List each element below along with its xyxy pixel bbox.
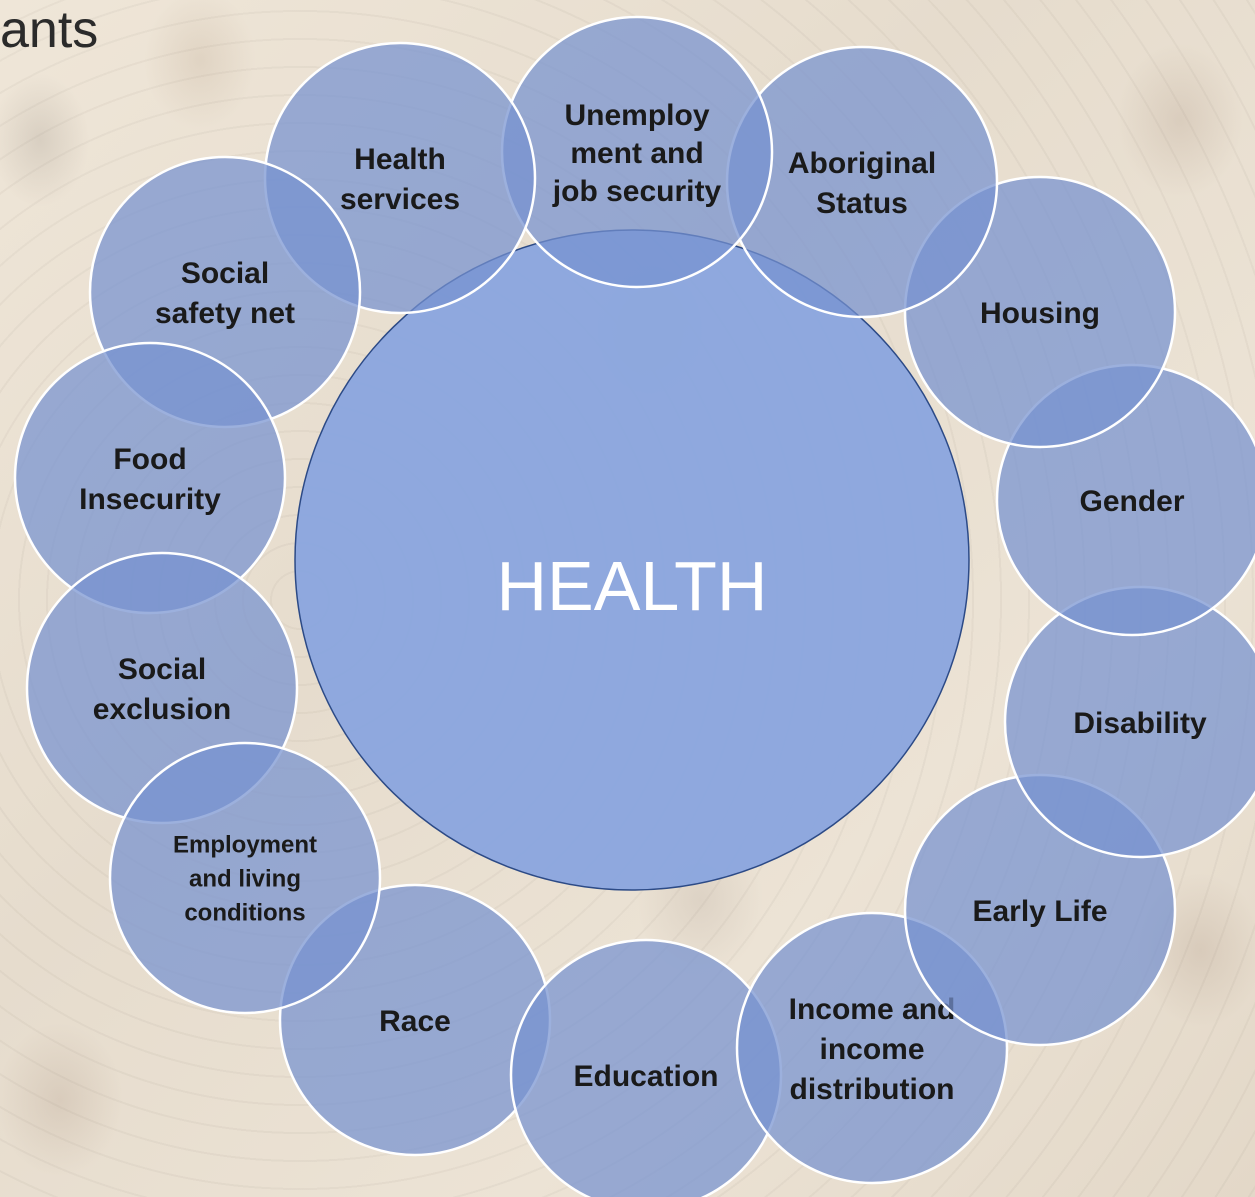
node-label-line: Gender [1079, 485, 1184, 518]
node-label-line: services [340, 183, 460, 216]
node-label-line: ment and [570, 137, 703, 170]
node-label-line: Early Life [972, 895, 1107, 928]
node-label-line: job security [552, 175, 722, 208]
node-label-line: and living [189, 866, 301, 893]
node-label-line: exclusion [93, 693, 231, 726]
node-employment-living-conditions: Employment and living conditions [108, 741, 382, 1015]
node-label-line: Social [181, 257, 269, 290]
node-label-line: income [819, 1033, 924, 1066]
node-label-line: safety net [155, 297, 295, 330]
node-label-line: Insecurity [79, 483, 221, 516]
node-label-line: Education [573, 1060, 718, 1093]
node-education: Education [509, 938, 783, 1197]
node-label-line: distribution [790, 1073, 955, 1106]
node-label-line: Health [354, 143, 446, 176]
node-label-line: conditions [184, 900, 305, 927]
node-label-line: Income and [789, 993, 956, 1026]
center-label: HEALTH [497, 547, 768, 625]
node-unemployment-job-security: Unemploy ment and job security [500, 15, 774, 289]
node-label-line: Disability [1073, 707, 1207, 740]
node-label-line: Housing [980, 297, 1100, 330]
node-label-line: Aboriginal [788, 147, 936, 180]
node-circle [108, 741, 382, 1015]
center-node: HEALTH [294, 229, 970, 891]
node-label-line: Employment [173, 832, 317, 859]
node-label-line: Unemploy [564, 99, 709, 132]
slide-title-fragment: ants [0, 1, 99, 59]
node-label-line: Status [816, 187, 908, 220]
node-label-line: Race [379, 1005, 451, 1038]
node-label-line: Social [118, 653, 206, 686]
node-label-line: Food [113, 443, 186, 476]
